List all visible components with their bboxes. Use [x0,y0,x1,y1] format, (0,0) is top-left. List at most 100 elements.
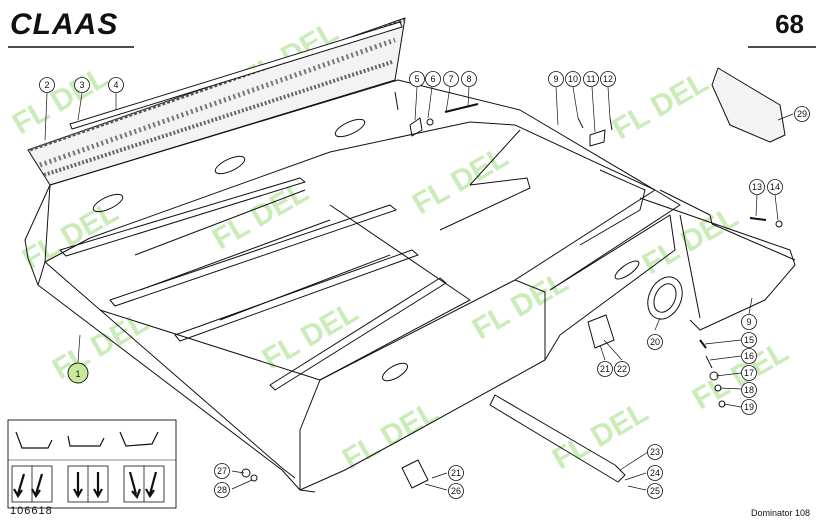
svg-text:21: 21 [451,468,461,478]
svg-text:29: 29 [797,109,807,119]
svg-text:8: 8 [466,74,471,84]
callout-24[interactable]: 24 [647,465,663,481]
callout-7[interactable]: 7 [443,71,459,87]
inset-diagram-box [7,419,177,509]
floor-slat [174,249,419,342]
callout-11[interactable]: 11 [583,71,599,87]
callout-28[interactable]: 28 [214,482,230,498]
slot-hole [334,118,366,138]
bracket-11 [589,129,606,147]
svg-text:26: 26 [451,486,461,496]
callout-9[interactable]: 9 [548,71,564,87]
svg-text:16: 16 [744,351,754,361]
callout-25[interactable]: 25 [647,483,663,499]
svg-text:24: 24 [650,468,660,478]
svg-text:9: 9 [746,317,751,327]
callout-20[interactable]: 20 [647,334,663,350]
callout-23[interactable]: 23 [647,444,663,460]
callout-18[interactable]: 18 [741,382,757,398]
svg-text:1: 1 [75,369,80,379]
svg-text:10: 10 [568,74,578,84]
lower-rail-23 [489,394,626,483]
callout-22[interactable]: 22 [614,361,630,377]
slot-hole [92,193,124,213]
bolt-8 [444,103,479,113]
plate-26 [401,459,429,489]
svg-text:17: 17 [744,368,754,378]
slot-hole [382,362,408,382]
washer-7 [426,118,434,126]
svg-text:12: 12 [603,74,613,84]
slot-hole [214,155,246,175]
right-rail-9 [639,197,796,331]
profile-sketch [67,435,105,447]
left-side-wall [24,184,51,259]
svg-text:27: 27 [217,466,227,476]
callout-15[interactable]: 15 [741,332,757,348]
left-outer-edge [44,184,296,479]
callout-9b[interactable]: 9 [741,314,757,330]
floor-slat [109,204,397,307]
svg-text:18: 18 [744,385,754,395]
callout-4[interactable]: 4 [108,77,124,93]
bracket-6 [409,117,423,137]
watermark: FL DEL [407,140,514,221]
svg-text:28: 28 [217,485,227,495]
callout-10[interactable]: 10 [565,71,581,87]
watermark: FL DEL [547,395,654,476]
model-label: Dominator 108 [751,508,810,518]
callout-17[interactable]: 17 [741,365,757,381]
right-support-arm [579,169,646,246]
callout-12[interactable]: 12 [600,71,616,87]
front-lower-edge [37,284,316,493]
watermark: FL DEL [687,335,794,416]
callout-2[interactable]: 2 [39,77,55,93]
svg-text:14: 14 [770,182,780,192]
callout-19[interactable]: 19 [741,399,757,415]
drawing-number: 106618 [10,505,53,517]
svg-text:4: 4 [113,80,118,90]
leader-lines [44,86,794,491]
svg-text:20: 20 [650,337,660,347]
svg-text:11: 11 [586,74,595,84]
svg-text:25: 25 [650,486,660,496]
callout-16[interactable]: 16 [741,348,757,364]
callout-5[interactable]: 5 [409,71,425,87]
top-rail-strip [69,21,403,130]
callout-6[interactable]: 6 [425,71,441,87]
svg-text:5: 5 [414,74,419,84]
slot-hole [614,260,640,280]
callout-21[interactable]: 21 [597,361,613,377]
header: CLAAS 68 [8,8,816,48]
callout-29[interactable]: 29 [794,106,810,122]
callout-1[interactable]: 1 [67,362,89,384]
inset-arrow-row [11,465,165,503]
diagonal-brace [439,177,531,231]
svg-text:9: 9 [553,74,558,84]
page-number: 68 [775,9,804,39]
brand-logo: CLAAS [10,8,118,41]
callout-8[interactable]: 8 [461,71,477,87]
svg-text:13: 13 [752,182,762,192]
floor-panel [99,204,471,381]
profile-sketch [15,431,53,449]
watermark: FL DEL [467,265,574,346]
top-frame-edge [49,79,656,191]
floor-slat [269,277,447,391]
svg-text:7: 7 [448,74,453,84]
svg-text:19: 19 [744,402,754,412]
callout-3[interactable]: 3 [74,77,90,93]
svg-text:2: 2 [44,80,49,90]
callout-21b[interactable]: 21 [448,465,464,481]
callouts: 1 2 3 4 5 6 7 8 9 10 11 12 13 14 9 15 16… [39,71,810,499]
inset-arrows [13,471,158,500]
callout-14[interactable]: 14 [767,179,783,195]
floor-slat [59,177,306,257]
header-frame-drawing [24,17,796,493]
callout-13[interactable]: 13 [749,179,765,195]
callout-27[interactable]: 27 [214,463,230,479]
round-cover-plate-20 [647,276,683,320]
callout-26[interactable]: 26 [448,483,464,499]
svg-text:15: 15 [744,335,754,345]
